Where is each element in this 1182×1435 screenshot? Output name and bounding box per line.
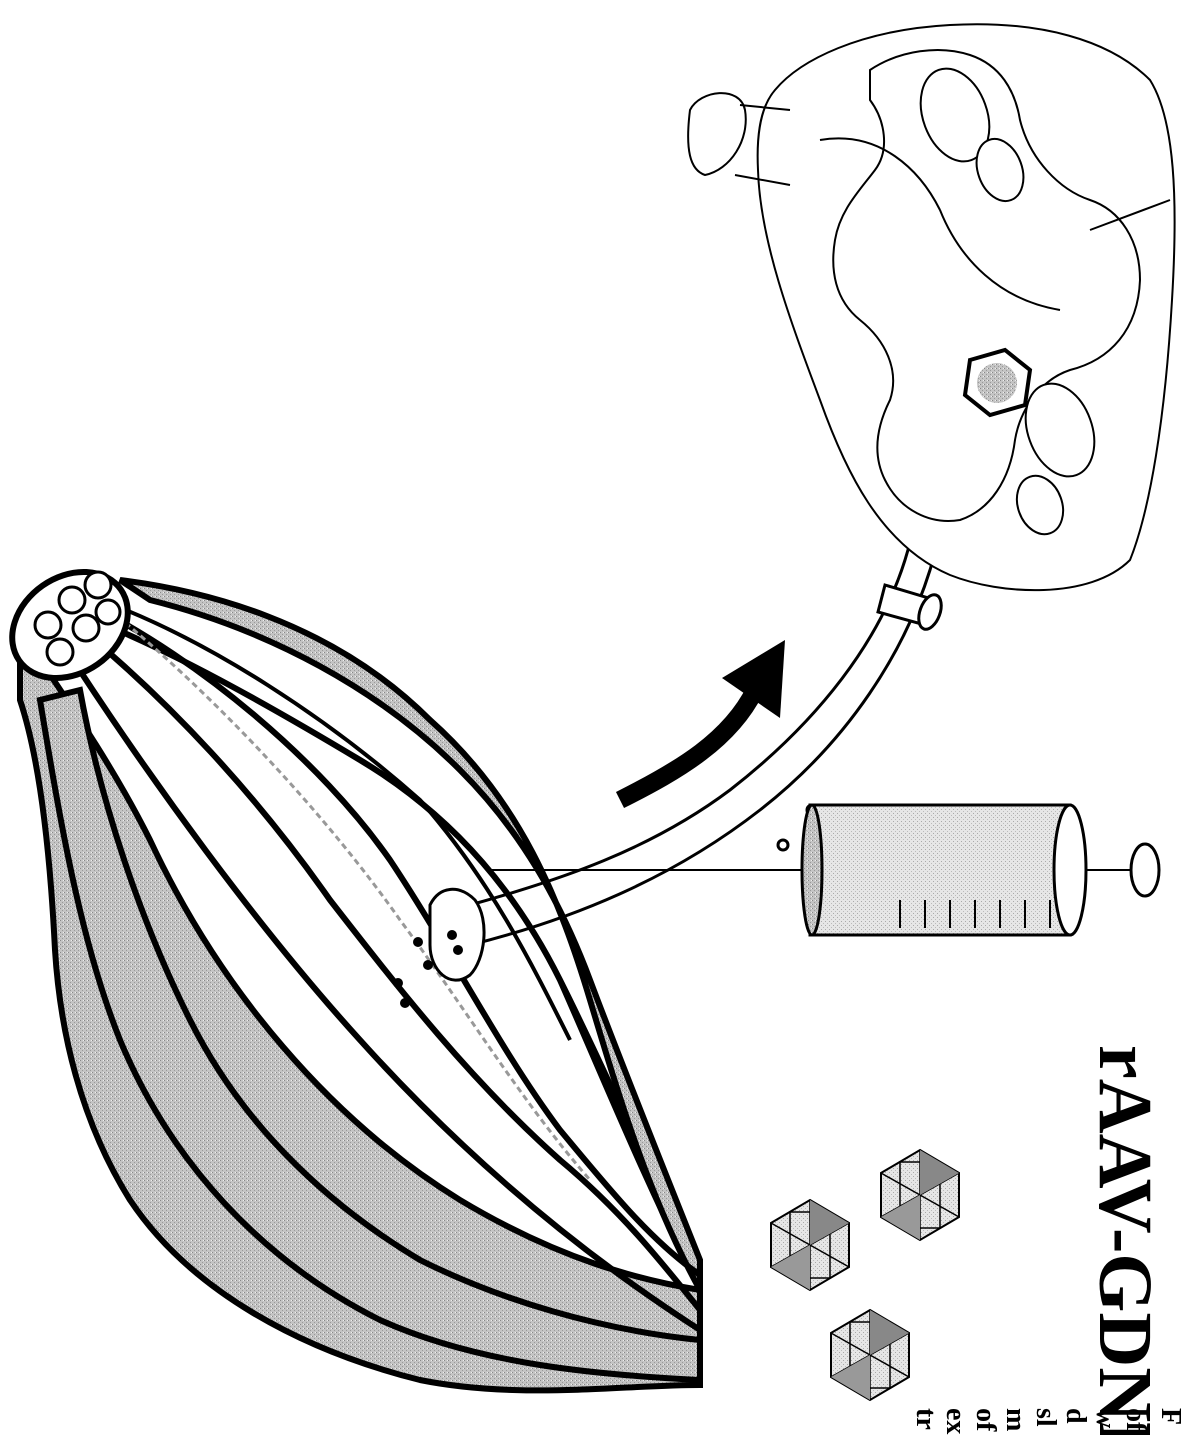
vector-particle [778, 840, 788, 850]
vector-particle [400, 998, 410, 1008]
caption-fragment: F [1155, 1408, 1182, 1425]
nerve-terminal [430, 889, 484, 980]
syringe-plunger-cap [1131, 844, 1159, 896]
syringe [490, 805, 1159, 935]
syringe-barrel-tip [802, 805, 822, 935]
spinal-cord [688, 24, 1175, 590]
muscle [0, 550, 700, 1390]
fiber-bundle [35, 612, 61, 638]
caption-fragment: tr [910, 1408, 941, 1430]
viral-capsids [771, 1150, 959, 1400]
caption-fragment: m [1000, 1408, 1031, 1431]
caption-fragment: w [1090, 1408, 1121, 1429]
syringe-barrel-end [1054, 805, 1086, 935]
fiber-bundle [47, 639, 73, 665]
aav-capsid [771, 1200, 849, 1290]
fiber-bundle [85, 572, 111, 598]
vector-particle [447, 930, 457, 940]
fiber-bundle [96, 600, 120, 624]
fiber-bundle [73, 615, 99, 641]
dorsal-root [688, 93, 746, 175]
myelin-sheath [878, 585, 946, 632]
vector-particle [453, 945, 463, 955]
retrograde-transport-arrow [620, 690, 755, 800]
aav-capsid [831, 1310, 909, 1400]
fiber-bundle [59, 587, 85, 613]
syringe-barrel [810, 805, 1070, 935]
vector-particle [423, 960, 433, 970]
motor-neuron-nucleus [977, 363, 1017, 403]
vector-particle [413, 937, 423, 947]
caption-fragment: of [970, 1408, 1001, 1432]
vector-particle [393, 978, 403, 988]
caption-fragment: of [1120, 1408, 1151, 1432]
caption-fragments: F of w d sl m of ex tr [910, 1408, 1182, 1434]
vector-label: rAAV-GDNF [1083, 1045, 1167, 1435]
caption-fragment: d [1060, 1408, 1091, 1424]
aav-capsid [881, 1150, 959, 1240]
caption-fragment: sl [1030, 1408, 1061, 1427]
caption-fragment: ex [940, 1408, 971, 1434]
